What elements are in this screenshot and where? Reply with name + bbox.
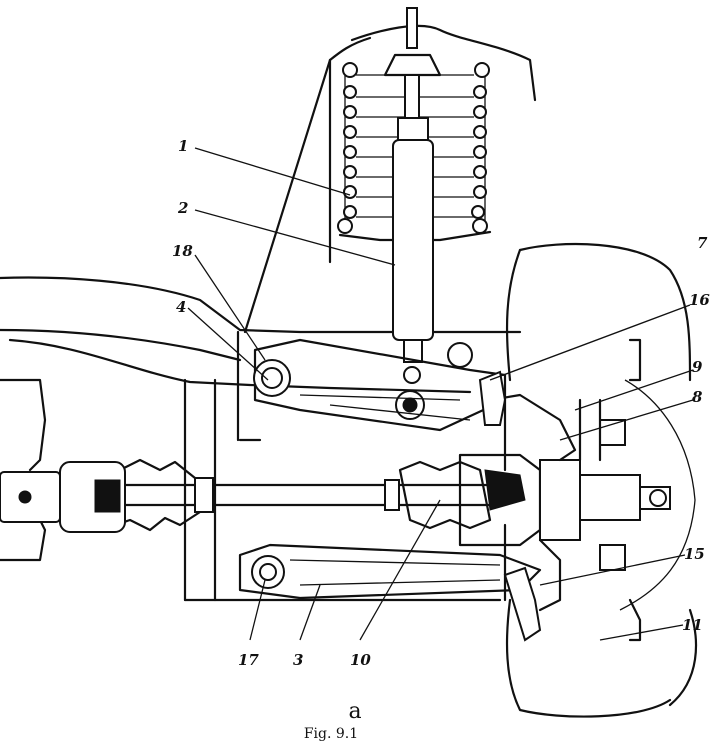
inner-joint — [0, 378, 126, 562]
label-16: 16 — [689, 291, 710, 309]
label-18: 18 — [172, 242, 193, 260]
subfigure-label: a — [348, 699, 361, 724]
label-17: 17 — [238, 651, 259, 669]
label-7: 7 — [697, 234, 708, 252]
label-4: 4 — [176, 298, 186, 316]
label-1: 1 — [178, 137, 188, 155]
label-2: 2 — [177, 199, 188, 217]
figure-caption: Fig. 9.1 — [304, 726, 358, 742]
label-9: 9 — [692, 358, 703, 376]
label-10: 10 — [350, 651, 371, 669]
label-15: 15 — [684, 545, 705, 563]
leader-lines — [187, 147, 694, 641]
lower-wishbone — [238, 543, 542, 600]
wheel — [503, 242, 698, 718]
label-8: 8 — [692, 388, 703, 406]
label-11: 11 — [682, 616, 703, 634]
body-frame — [0, 24, 537, 602]
outer-joint-hub — [458, 419, 671, 571]
knuckle — [447, 342, 602, 642]
label-3: 3 — [293, 651, 303, 669]
drive-shaft — [98, 458, 502, 532]
shock-absorber — [383, 7, 442, 420]
